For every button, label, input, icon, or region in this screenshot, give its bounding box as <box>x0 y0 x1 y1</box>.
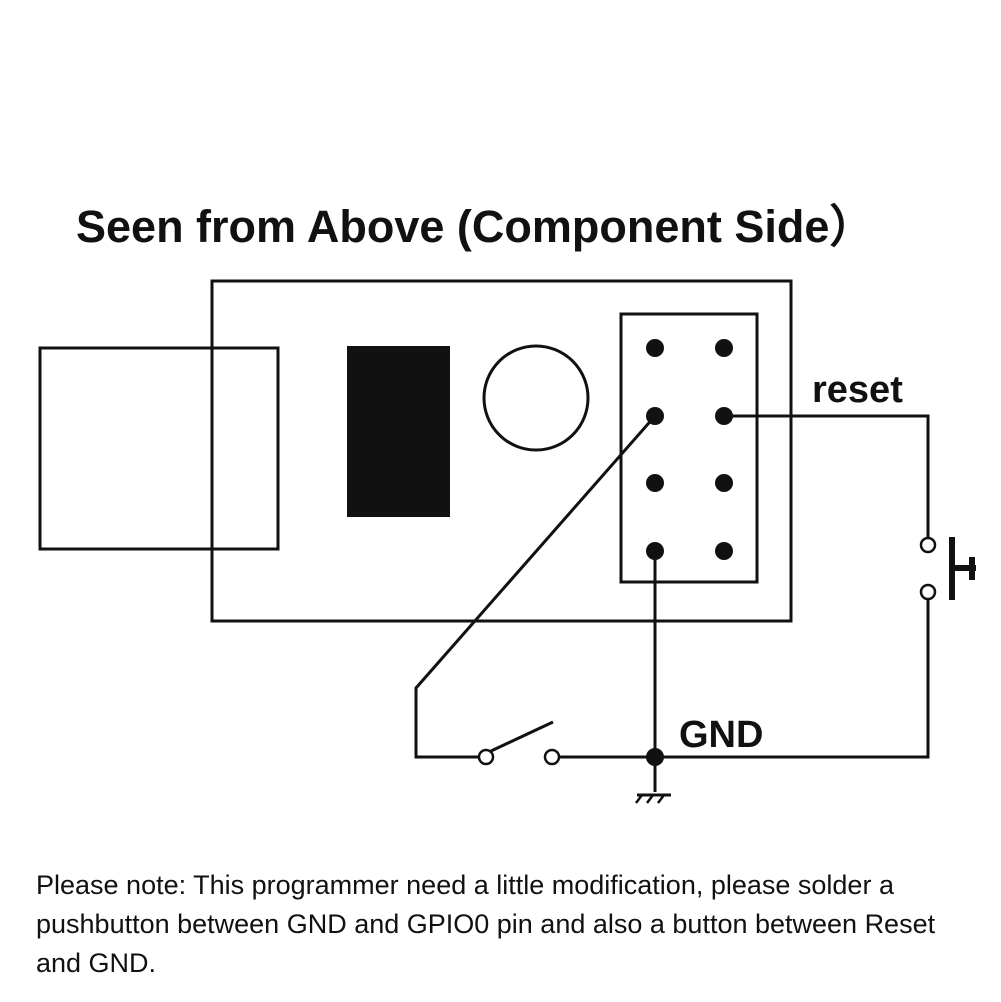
diagram-title: Seen from Above (Component Side） <box>76 201 874 252</box>
pin-1 <box>646 339 664 357</box>
round-component <box>482 344 590 452</box>
ground-icon <box>635 793 671 804</box>
gpio0-wire <box>414 415 657 759</box>
pin-header <box>619 312 759 584</box>
pin-6 <box>715 474 733 492</box>
gpio0-switch <box>477 720 561 766</box>
pin-8 <box>715 542 733 560</box>
pin-5 <box>646 474 664 492</box>
usb-connector <box>38 346 280 551</box>
reset-pushbutton <box>919 536 976 601</box>
reset-wire <box>724 414 930 537</box>
modification-note: Please note: This programmer need a litt… <box>36 870 936 978</box>
gnd-junction <box>646 748 664 766</box>
gnd-label: GND <box>679 714 763 756</box>
chip <box>347 346 450 517</box>
reset-label: reset <box>812 369 903 411</box>
board-outline <box>210 279 793 623</box>
reset-return-wire <box>655 600 930 759</box>
pin-2 <box>715 339 733 357</box>
